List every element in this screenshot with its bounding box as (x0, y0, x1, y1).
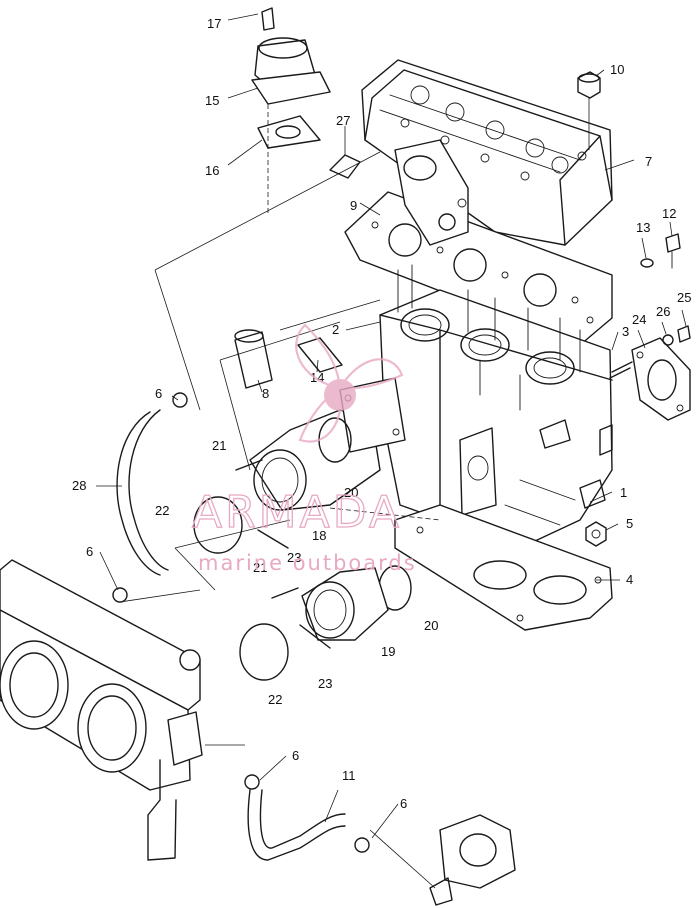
hose-28 (116, 411, 161, 576)
screw-21-lower (271, 587, 299, 599)
cylinder-block (379, 264, 613, 549)
intake-manifold-upper (249, 377, 406, 511)
cover-nut (577, 71, 601, 150)
water-pump (429, 814, 516, 906)
callout-6b: 6 (86, 544, 93, 559)
cylinder-head-cover (361, 59, 613, 246)
outlet-cap-assembly (251, 7, 331, 215)
intake-manifold-lower (301, 567, 389, 641)
screw-23-lower (299, 624, 331, 649)
callout-25: 25 (677, 290, 691, 305)
callout-20a: 20 (344, 485, 358, 500)
callout-16: 16 (205, 163, 219, 178)
callout-22a: 22 (155, 503, 169, 518)
callout-28: 28 (72, 478, 86, 493)
callout-20b: 20 (424, 618, 438, 633)
callout-23b: 23 (318, 676, 332, 691)
block-nut (585, 521, 607, 547)
side-cover-plate (631, 337, 691, 421)
sender-and-sleeve (234, 329, 343, 389)
callout-19: 19 (381, 644, 395, 659)
armada-watermark: ARMADA marine outboards (191, 323, 417, 575)
callout-12: 12 (662, 206, 676, 221)
assembly-reference-lines (119, 151, 441, 889)
callout-17: 17 (207, 16, 221, 31)
callout-22b: 22 (268, 692, 282, 707)
watermark-tagline: marine outboards (198, 551, 417, 575)
callout-3: 3 (622, 324, 629, 339)
throttle-body-assembly (0, 559, 203, 861)
temperature-sensor (329, 154, 361, 179)
watermark-brand: ARMADA (192, 487, 402, 538)
hose-11 (247, 789, 346, 861)
head-gasket (344, 191, 613, 346)
callout-21a: 21 (212, 438, 226, 453)
hose-clips (112, 392, 370, 853)
thermostat-housing (394, 139, 469, 246)
callout-9: 9 (350, 198, 357, 213)
callout-4: 4 (626, 572, 633, 587)
callout-13: 13 (636, 220, 650, 235)
stud-bolt (609, 361, 633, 379)
callout-5: 5 (626, 516, 633, 531)
callout-27: 27 (336, 113, 350, 128)
callout-24: 24 (632, 312, 646, 327)
screw-23-upper (257, 529, 289, 549)
callout-23a: 23 (287, 550, 301, 565)
callout-2: 2 (332, 322, 339, 337)
hose-clamp-upper (193, 496, 243, 554)
callout-10: 10 (610, 62, 624, 77)
bolt-and-washer (662, 325, 691, 346)
callout-7: 7 (645, 154, 652, 169)
callout-15: 15 (205, 93, 219, 108)
hose-clamp-lower (239, 623, 289, 681)
base-gasket (394, 504, 613, 631)
callout-8: 8 (262, 386, 269, 401)
washer-and-screw (640, 233, 681, 269)
callout-1: 1 (620, 485, 627, 500)
callout-6d: 6 (400, 796, 407, 811)
callout-21b: 21 (253, 560, 267, 575)
callout-26: 26 (656, 304, 670, 319)
callout-18: 18 (312, 528, 326, 543)
callout-6a: 6 (155, 386, 162, 401)
callout-11: 11 (342, 768, 356, 783)
armada-propeller-logo (295, 323, 404, 443)
callout-6c: 6 (292, 748, 299, 763)
callout-leaders (96, 13, 687, 839)
callout-labels: 1 2 3 4 5 6 6 6 6 7 8 9 10 11 12 13 14 1… (72, 16, 691, 811)
